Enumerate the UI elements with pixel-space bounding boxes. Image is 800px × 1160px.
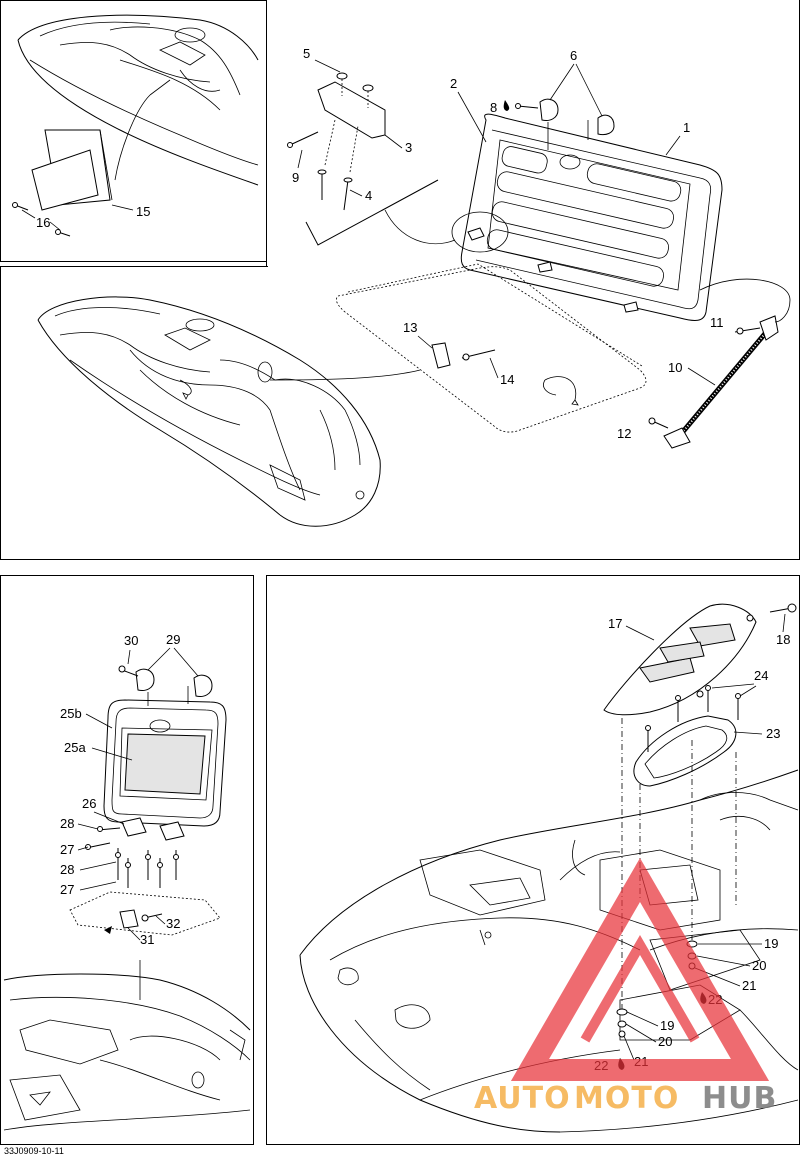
boat-overview [37, 296, 421, 527]
detail-panel-bottom-left [0, 575, 254, 1145]
callout-24: 24 [754, 668, 768, 683]
tray-23 [633, 715, 737, 787]
callout-23: 23 [766, 726, 780, 741]
callout-25a: 25a [64, 740, 86, 755]
callout-15: 15 [136, 204, 150, 219]
callout-20-right: 20 [752, 958, 766, 973]
callout-19-left: 19 [660, 1018, 674, 1033]
latch-31-32 [104, 909, 163, 934]
callout-25b: 25b [60, 706, 82, 721]
screw-12 [648, 417, 669, 429]
bracket-locator-lines [305, 179, 439, 246]
clips-29 [135, 668, 213, 706]
hatch-lid-25 [103, 699, 227, 827]
clip-6 [539, 98, 615, 150]
hinge-26 [121, 817, 185, 841]
watermark-triangle-icon [510, 858, 770, 1081]
watermark-logo [510, 858, 770, 1081]
callout-27-top: 27 [60, 842, 74, 857]
callout-16: 16 [36, 215, 50, 230]
boat-detail-top-left [17, 14, 259, 186]
callout-13: 13 [403, 320, 417, 335]
callout-27-bottom: 27 [60, 882, 74, 897]
watermark-moto: MOTO [574, 1081, 679, 1116]
callout-20-left: 20 [658, 1034, 672, 1049]
watermark-auto: AUTO [474, 1081, 571, 1116]
callout-10: 10 [668, 360, 682, 375]
screw-30 [118, 665, 139, 677]
latch-13 [431, 342, 496, 369]
screw-9 [287, 131, 319, 148]
screw-11 [734, 327, 761, 335]
hatch-opening-outline [69, 891, 221, 936]
callout-4: 4 [365, 188, 372, 203]
boat-rear-detail-bottom-left [3, 960, 251, 1131]
callout-17: 17 [608, 616, 622, 631]
screw-8 [503, 100, 539, 111]
callout-29: 29 [166, 632, 180, 647]
hinge-circle [451, 211, 509, 253]
callout-11: 11 [710, 315, 724, 330]
fasteners-27-28 [85, 826, 179, 888]
screw-16 [12, 202, 71, 237]
callout-9: 9 [292, 170, 299, 185]
callout-18: 18 [776, 632, 790, 647]
callout-19-right: 19 [764, 936, 778, 951]
callout-6: 6 [570, 48, 577, 63]
callout-31: 31 [140, 932, 154, 947]
callout-1: 1 [683, 120, 690, 135]
callout-26: 26 [82, 796, 96, 811]
watermark-hub: HUB [702, 1081, 777, 1116]
callout-5: 5 [303, 46, 310, 61]
figure-code: 33J0909-10-11 [4, 1146, 64, 1156]
screw-18 [769, 603, 797, 613]
callout-14: 14 [500, 372, 514, 387]
bracket-3 [317, 72, 386, 139]
callout-28-bottom: 28 [60, 862, 74, 877]
gas-strut-10 [663, 315, 779, 449]
callout-12: 12 [617, 426, 631, 441]
callout-28-top: 28 [60, 816, 74, 831]
callout-8: 8 [490, 100, 497, 115]
callout-2: 2 [450, 76, 457, 91]
screws-24 [645, 685, 741, 752]
rear-deck [299, 769, 799, 1133]
callout-30: 30 [124, 633, 138, 648]
callout-3: 3 [405, 140, 412, 155]
backrest-1 [460, 113, 723, 321]
callout-21-right: 21 [742, 978, 756, 993]
storage-opening-outline [336, 266, 647, 433]
callout-32: 32 [166, 916, 180, 931]
cover-17 [603, 603, 757, 716]
rivets-4 [317, 119, 359, 211]
hatch-cover-15 [31, 129, 113, 211]
